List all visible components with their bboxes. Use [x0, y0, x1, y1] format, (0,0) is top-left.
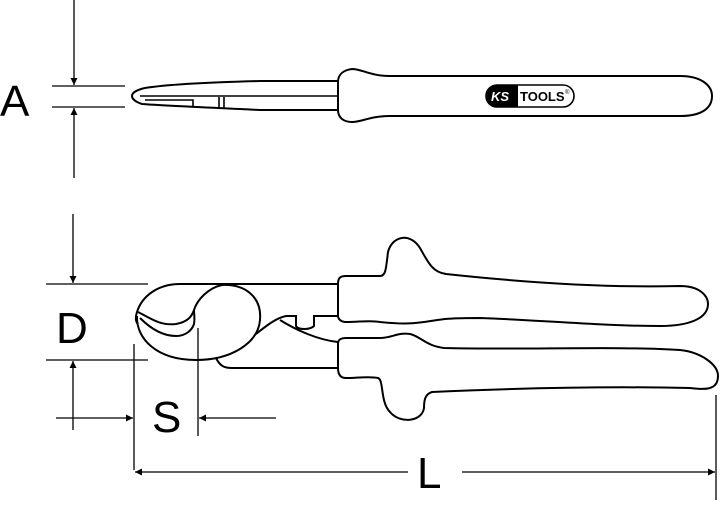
dimension-label-a: A	[0, 77, 30, 126]
side-view-jaws	[134, 283, 339, 369]
dimension-label-s: S	[152, 393, 181, 442]
dimension-a: A	[0, 0, 125, 178]
logo-right-text: TOOLS	[520, 89, 565, 104]
dimension-s: S	[56, 328, 276, 470]
top-view-head	[130, 80, 338, 111]
side-view: D S L	[46, 214, 720, 500]
top-view: A KS TOOLS ®	[0, 0, 714, 178]
top-view-handle: KS TOOLS ®	[337, 67, 714, 124]
ks-tools-logo: KS TOOLS ®	[485, 84, 575, 108]
side-view-lower-handle	[337, 332, 720, 421]
logo-registered-mark: ®	[565, 89, 570, 96]
dimension-l: L	[135, 395, 717, 500]
dimension-d: D	[46, 214, 148, 430]
logo-left-text: KS	[491, 89, 509, 104]
dimension-label-d: D	[56, 304, 88, 353]
dimension-label-l: L	[417, 449, 441, 498]
side-view-upper-handle	[337, 237, 710, 328]
